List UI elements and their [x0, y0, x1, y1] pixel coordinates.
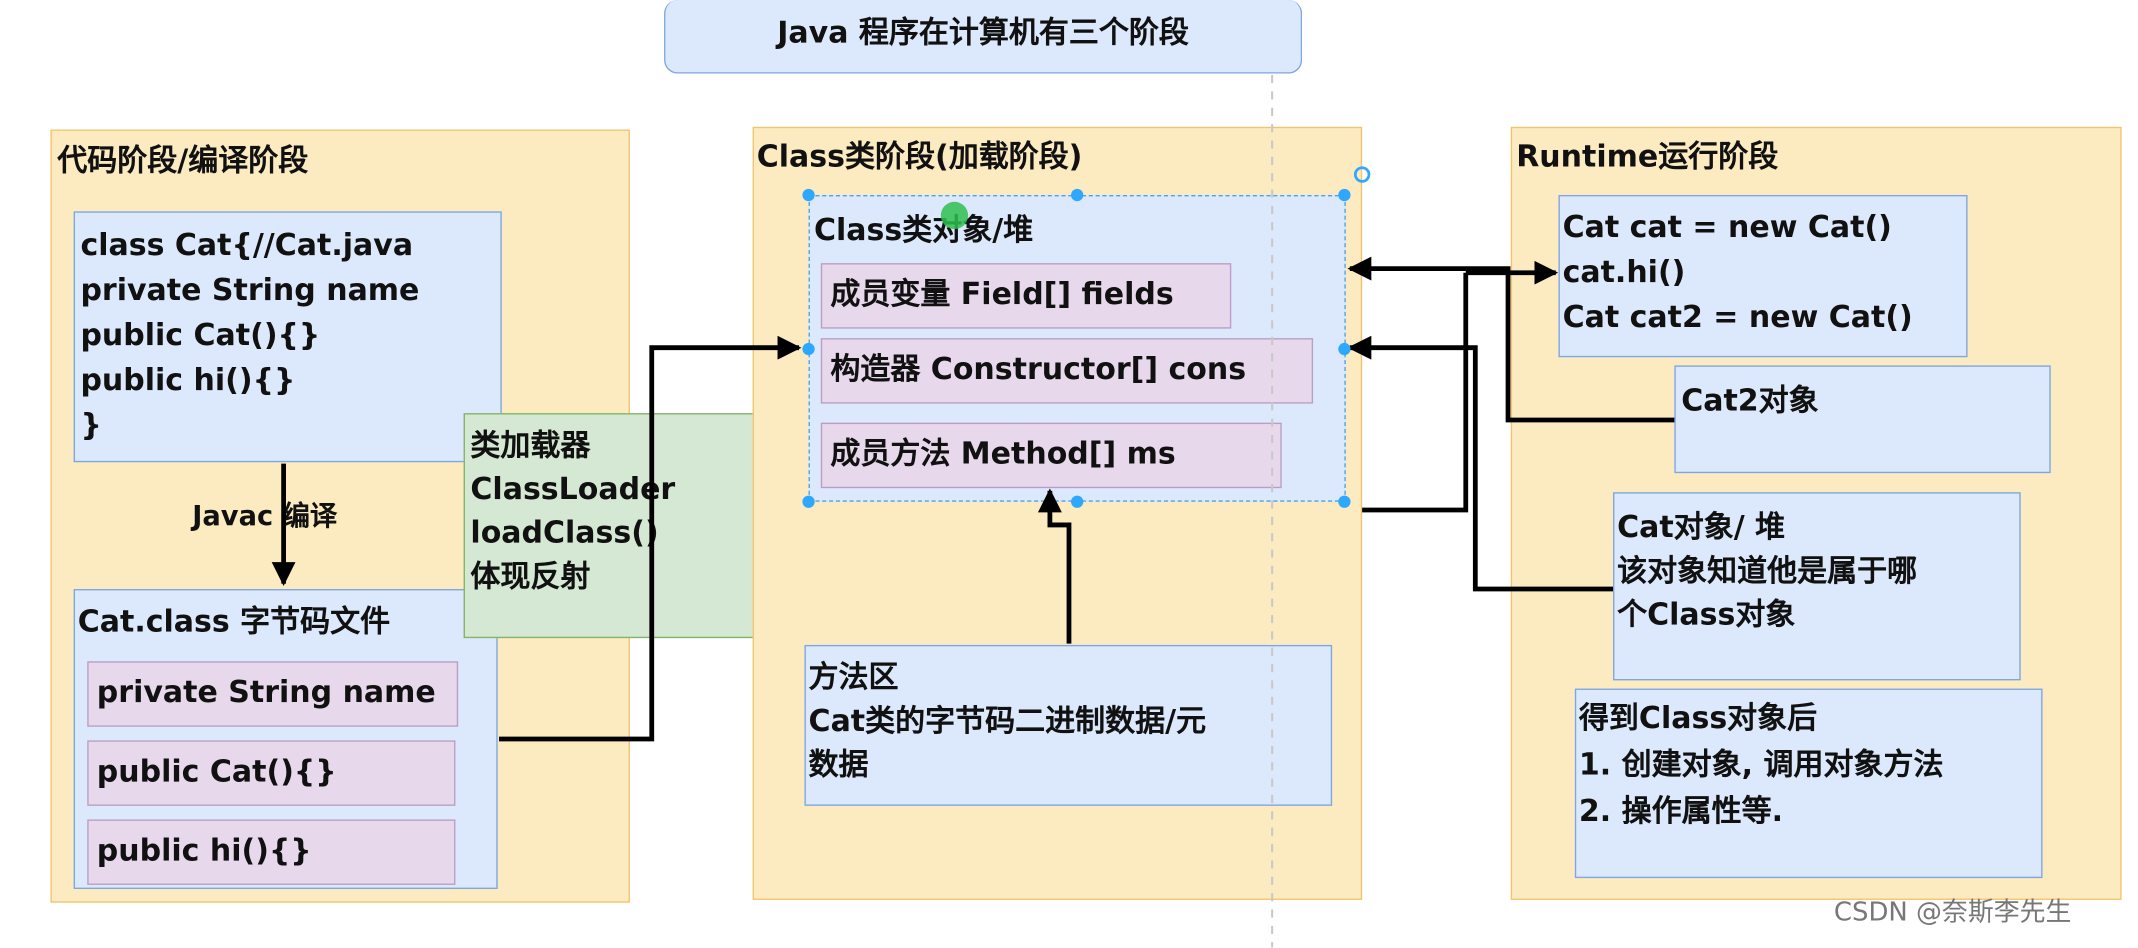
method-area-line: 数据 [808, 748, 869, 783]
cat-object-line: Cat对象/ 堆 [1617, 511, 1786, 546]
runtime-stage-title: Runtime运行阶段 [1516, 140, 1779, 175]
runtime-to-class-arrow [1362, 272, 1469, 513]
class-stage-title: Class类阶段(加载阶段) [756, 140, 1083, 175]
compile-label: Javac 编译 [192, 499, 338, 532]
cat-object-line: 该对象知道他是属于哪 [1617, 554, 1918, 590]
diagram-title-box: Java 程序在计算机有三个阶段 [664, 0, 1303, 74]
method-area-line: Cat类的字节码二进制数据/元 [808, 704, 1207, 740]
class-member-methods: 成员方法 Method[] ms [820, 422, 1282, 489]
classloader-line: 类加载器 [470, 429, 591, 464]
class-object-title: Class类对象/堆 [814, 214, 1034, 249]
method-area-line: 方法区 [808, 661, 899, 696]
classloader-box: 类加载器 ClassLoader loadClass() 体现反射 [463, 413, 802, 639]
bytecode-member: private String name [87, 661, 459, 727]
class-member-fields: 成员变量 Field[] fields [820, 263, 1232, 329]
source-line: class Cat{//Cat.java [80, 229, 414, 264]
cat2-object-box: Cat2对象 [1674, 365, 2051, 474]
source-line: } [80, 409, 102, 444]
after-class-box: 得到Class对象后 1. 创建对象, 调用对象方法 2. 操作属性等. [1574, 688, 2043, 879]
method-area-box: 方法区 Cat类的字节码二进制数据/元 数据 [804, 644, 1333, 806]
bytecode-member: public hi(){} [87, 819, 456, 885]
source-line: private String name [80, 274, 420, 309]
runtime-code-box: Cat cat = new Cat() cat.hi() Cat cat2 = … [1558, 194, 1968, 358]
bytecode-member: public Cat(){} [87, 740, 456, 806]
class-member-constructors: 构造器 Constructor[] cons [820, 338, 1314, 404]
classloader-line: ClassLoader [470, 473, 676, 508]
watermark: CSDN @奈斯李先生 [1833, 897, 2072, 928]
runtime-code-line: cat.hi() [1562, 256, 1686, 291]
cat-object-box: Cat对象/ 堆 该对象知道他是属于哪 个Class对象 [1613, 492, 2021, 681]
after-class-line: 1. 创建对象, 调用对象方法 [1578, 748, 1944, 783]
diagram-title: Java 程序在计算机有三个阶段 [777, 16, 1189, 51]
bytecode-title: Cat.class 字节码文件 [77, 605, 391, 640]
classloader-line: loadClass() [470, 516, 659, 551]
runtime-code-line: Cat cat2 = new Cat() [1562, 301, 1913, 336]
after-class-line: 2. 操作属性等. [1578, 794, 1784, 830]
method-area-arrow [1037, 488, 1072, 644]
cat-object-line: 个Class对象 [1617, 598, 1796, 633]
code-stage-title: 代码阶段/编译阶段 [57, 144, 309, 179]
load-arrow [499, 335, 802, 742]
after-class-line: 得到Class对象后 [1578, 702, 1818, 737]
cat2-object-label: Cat2对象 [1681, 384, 1819, 419]
source-code-box: class Cat{//Cat.java private String name… [73, 211, 502, 463]
source-line: public hi(){} [80, 364, 296, 399]
source-line: public Cat(){} [80, 319, 321, 354]
cat2-to-class-arrow [1347, 256, 1675, 423]
cat-to-class-arrow [1347, 335, 1614, 592]
classloader-line: 体现反射 [470, 560, 591, 595]
selection-handles [802, 166, 1371, 508]
runtime-code-line: Cat cat = new Cat() [1562, 211, 1892, 246]
